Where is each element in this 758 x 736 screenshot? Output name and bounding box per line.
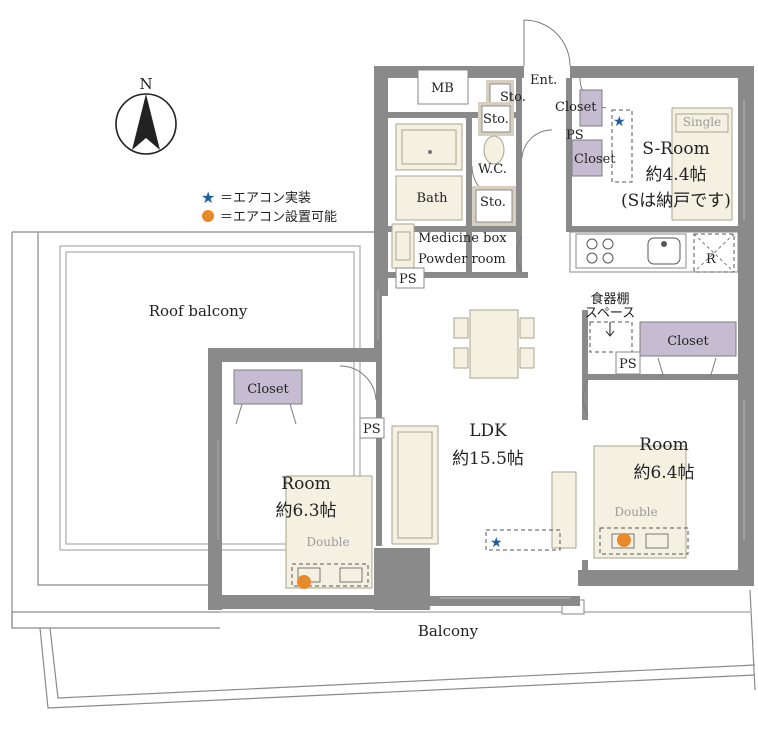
windows — [217, 100, 745, 599]
star-icon: ★ — [613, 114, 626, 130]
dining-set — [453, 309, 535, 379]
interior-walls — [222, 78, 738, 580]
double-bed-label-2: Double — [614, 505, 657, 519]
fridge-label: R — [706, 252, 717, 267]
outer-walls — [208, 66, 754, 610]
legend-aircon-possible: ＝エアコン設置可能 — [220, 209, 337, 225]
balcony-label: Balcony — [418, 622, 479, 640]
powder-room-label: Powder room — [418, 252, 506, 267]
closet-r1-label: Closet — [247, 382, 289, 397]
room2: Double Room 約6.4帖 — [593, 435, 695, 559]
kitchen: R 食器棚 スペース — [569, 231, 739, 353]
s-room-name: S-Room — [642, 139, 709, 159]
storage-label-mid: Sto. — [483, 112, 509, 127]
star-icon: ★ — [201, 188, 215, 207]
legend: ★ ＝エアコン実装 ＝エアコン設置可能 — [201, 188, 337, 225]
single-bed-label: Single — [683, 115, 721, 129]
s-room: Single S-Room 約4.4帖 (Sは納戸です) — [621, 107, 733, 221]
closet-r2-label: Closet — [667, 334, 709, 349]
s-room-size: 約4.4帖 — [645, 165, 706, 185]
room2-closet: Closet PS — [615, 321, 737, 379]
dish-space-label-1: 食器棚 — [590, 291, 629, 307]
compass: N — [115, 75, 177, 155]
ldk-name: LDK — [469, 421, 507, 441]
ldk-size: 約15.5帖 — [452, 449, 524, 469]
entrance-label: Ent. — [530, 73, 557, 88]
compass-label: N — [139, 75, 152, 93]
room1-name: Room — [281, 474, 330, 494]
wc-label: W.C. — [478, 162, 507, 177]
room2-size: 約6.4帖 — [633, 463, 694, 483]
dish-space-label-2: スペース — [585, 306, 635, 321]
star-icon: ★ — [490, 535, 503, 551]
bath-label: Bath — [417, 191, 449, 206]
storage: Sto. Sto. Sto. — [472, 80, 526, 226]
roof-balcony-area: Roof balcony — [11, 231, 379, 629]
room1: Closet PS Double Room 約6.3帖 — [233, 369, 385, 589]
tv-bench — [551, 471, 577, 549]
closet-ent-label: Closet — [555, 100, 597, 115]
roof-balcony-label: Roof balcony — [149, 302, 248, 320]
compass-arrow-icon — [132, 94, 160, 150]
room2-name: Room — [639, 435, 688, 455]
ps-powder-label: PS — [399, 272, 417, 287]
wet-area: Bath W.C. Medicine box Powder room PS — [391, 123, 507, 289]
ps-ent-label: PS — [566, 128, 584, 143]
dot-icon — [617, 533, 631, 547]
arrow-down-icon — [605, 322, 615, 337]
closet-s-label: Closet — [574, 152, 616, 167]
sink-icon — [647, 237, 681, 265]
balcony-area: Balcony — [11, 589, 756, 709]
storage-label-low: Sto. — [480, 195, 506, 210]
entrance-closets: Closet PS Closet ★ — [555, 89, 633, 183]
stove-icon — [586, 238, 614, 264]
mb-label: MB — [431, 81, 454, 96]
ps-r2-label: PS — [619, 357, 637, 372]
medicine-box-label: Medicine box — [418, 231, 507, 246]
storage-label-top: Sto. — [500, 90, 526, 105]
s-room-note: (Sは納戸です) — [621, 191, 731, 211]
double-bed-label-1: Double — [306, 535, 349, 549]
dot-icon — [202, 210, 214, 222]
legend-aircon-installed: ＝エアコン実装 — [220, 190, 311, 206]
dot-icon — [297, 575, 311, 589]
sofa — [391, 425, 439, 545]
ps-ldk-label: PS — [363, 422, 381, 437]
room1-size: 約6.3帖 — [275, 501, 336, 521]
